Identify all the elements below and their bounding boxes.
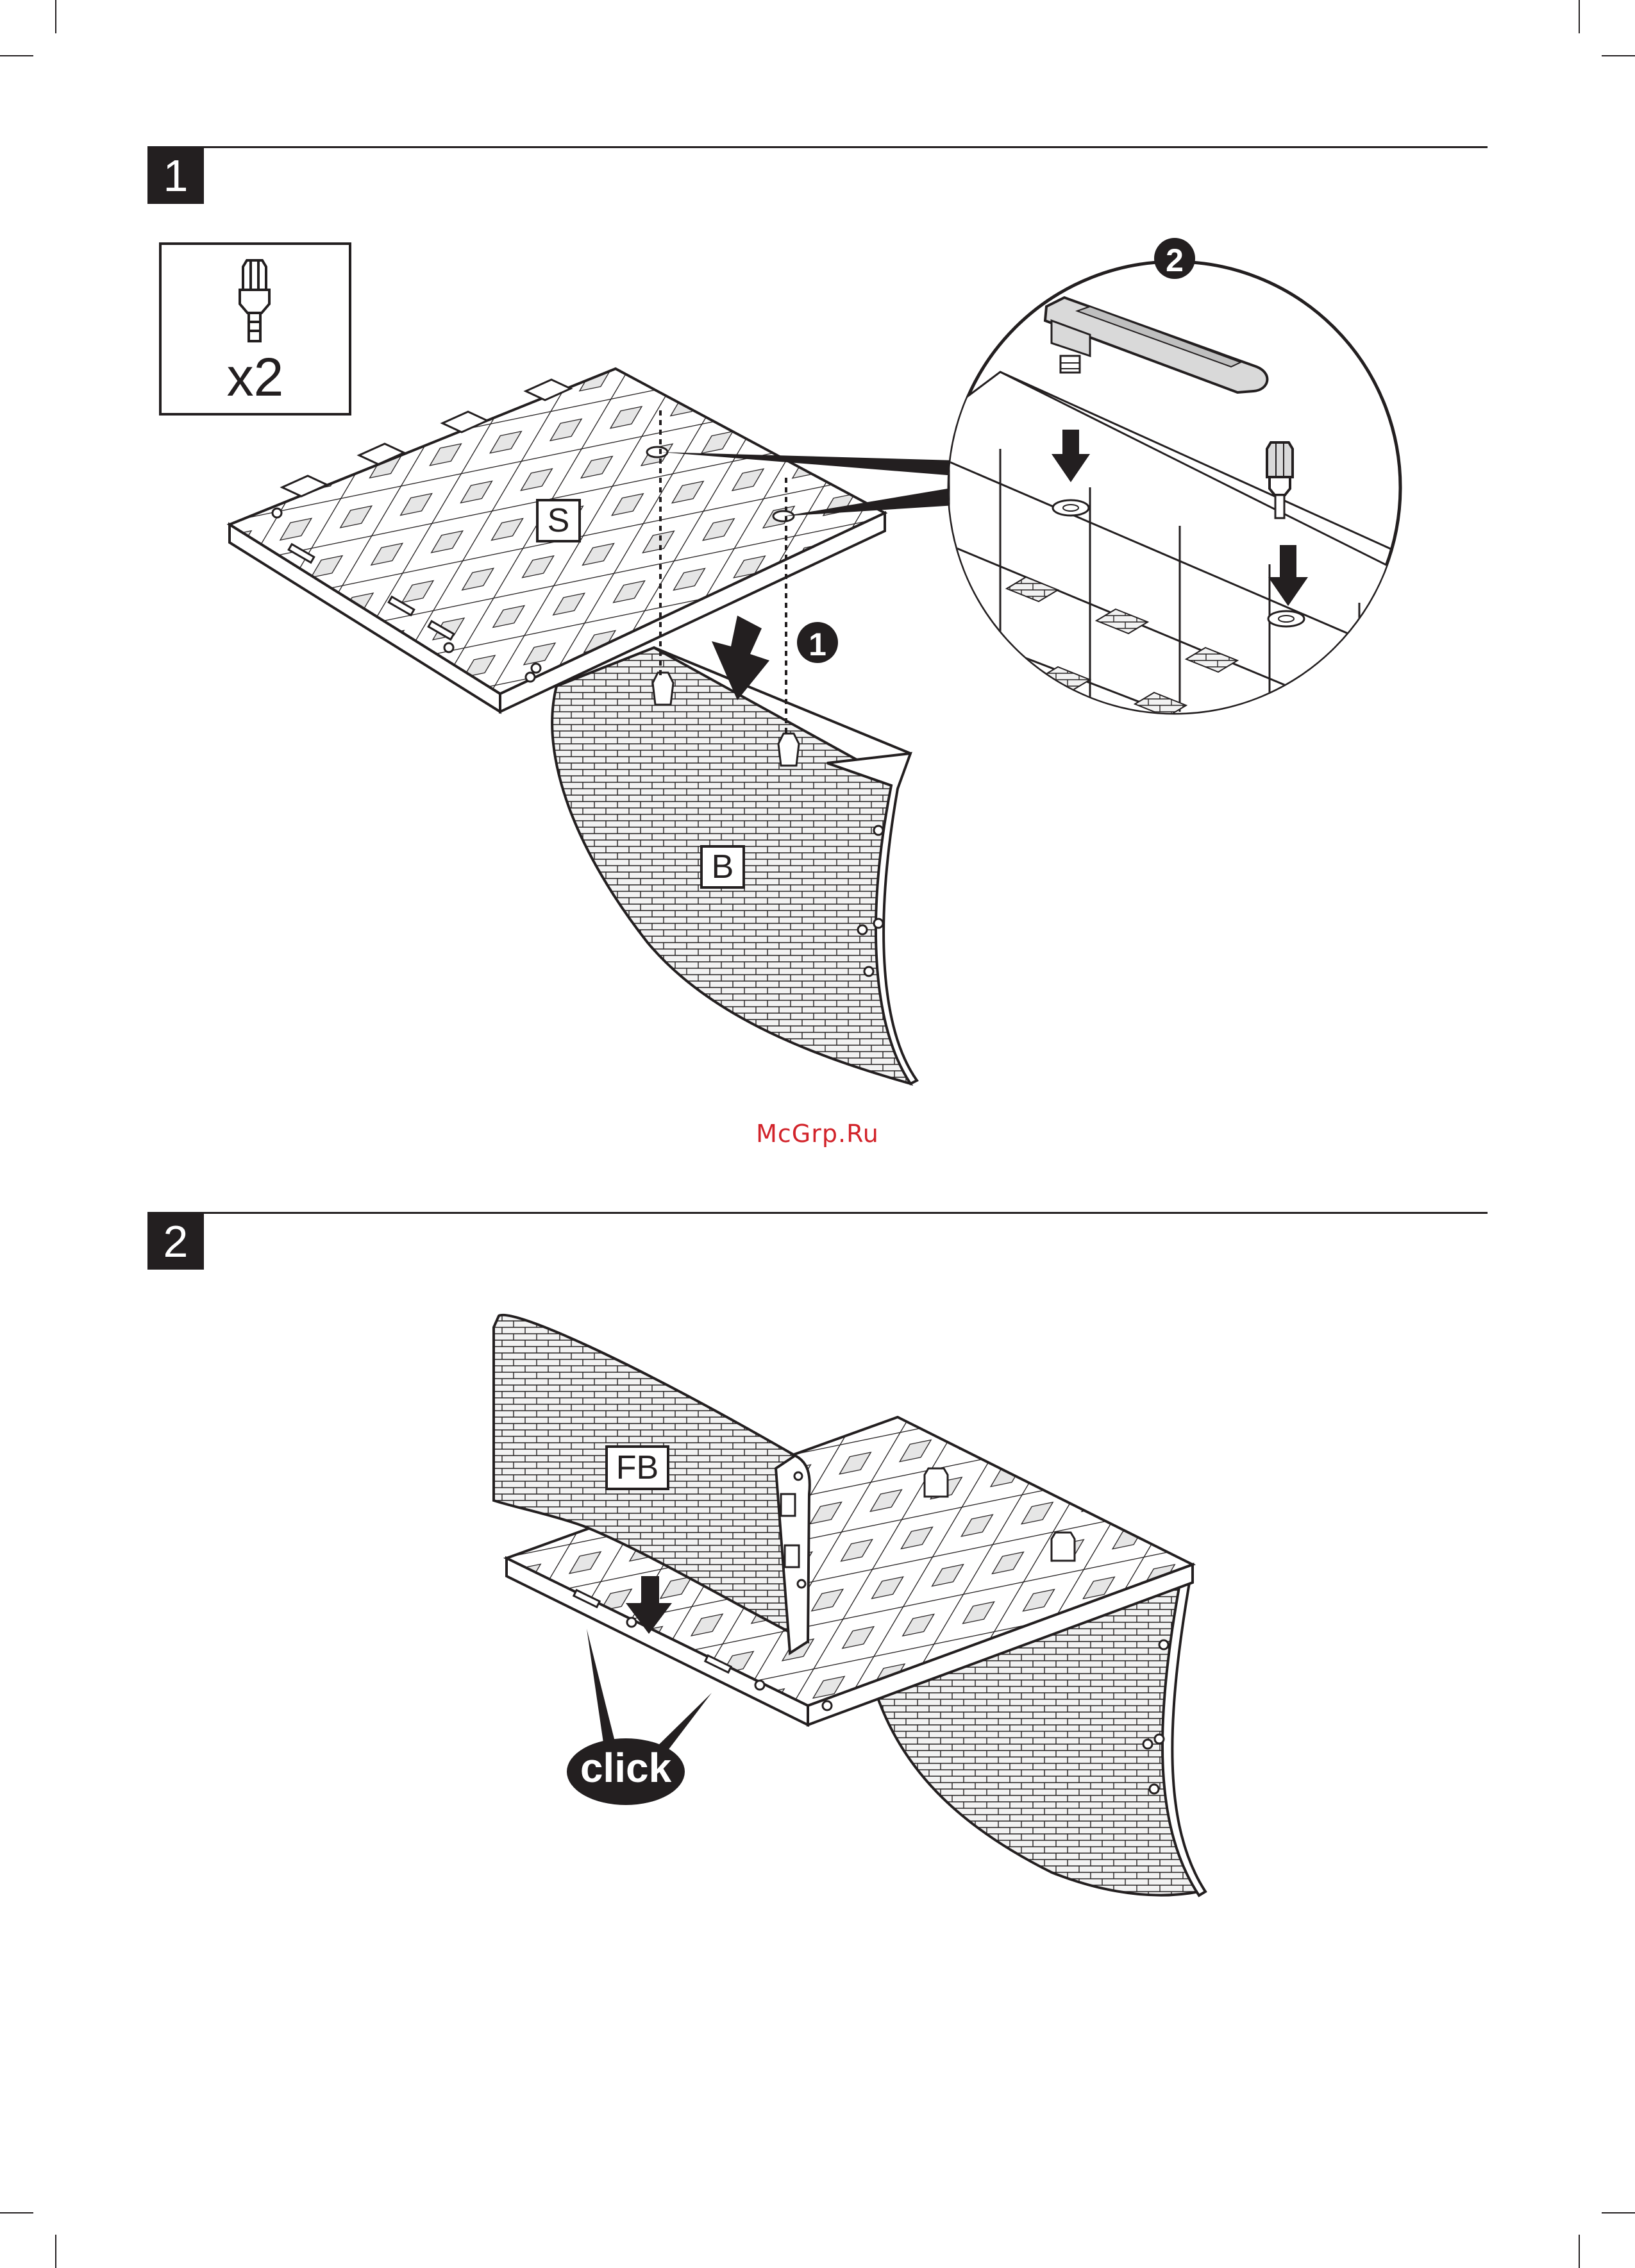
part-label-s: S [536, 499, 581, 542]
seat-frame-s [230, 369, 885, 737]
watermark: McGrp.Ru [0, 1120, 1635, 1148]
svg-text:1: 1 [809, 626, 826, 662]
substep-1-badge: 1 [797, 622, 838, 663]
part-label-fb: FB [605, 1445, 669, 1490]
part-label-b: B [700, 845, 745, 889]
detail-circle: 2 [949, 238, 1411, 769]
click-label: click [568, 1744, 683, 1792]
svg-text:2: 2 [1166, 242, 1184, 278]
